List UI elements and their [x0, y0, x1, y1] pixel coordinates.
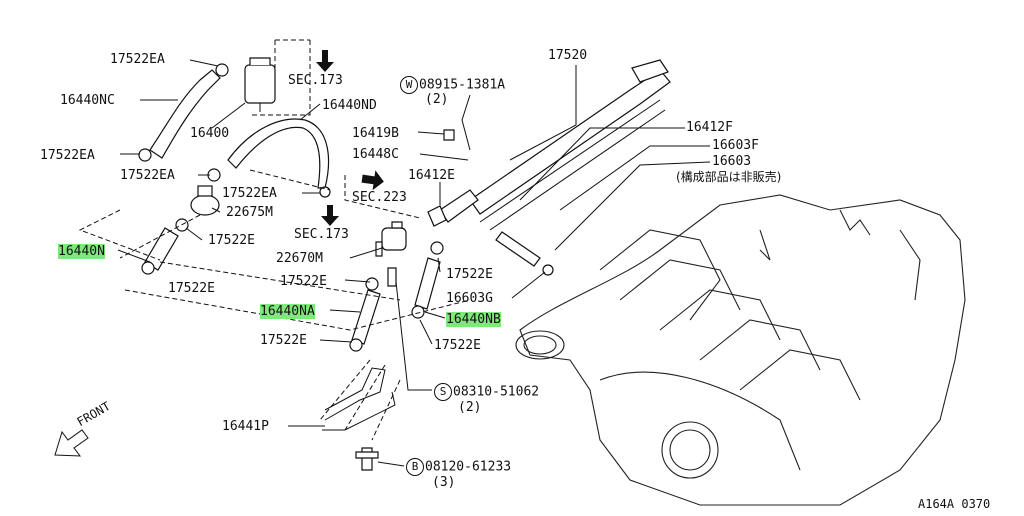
- label-17520: 17520: [548, 48, 588, 63]
- label-17522EA: 17522EA: [110, 52, 165, 67]
- label-17522E: 17522E: [260, 333, 307, 348]
- pressure-regulator: [375, 221, 407, 257]
- label-w-qty: (2): [425, 92, 449, 107]
- pipe-16441P: [322, 367, 396, 471]
- diagram-code: A164A 0370: [918, 497, 991, 511]
- label-sec223: SEC.223: [352, 190, 407, 205]
- label-22670M: 22670M: [276, 251, 323, 266]
- damper-22675M: [190, 185, 220, 216]
- intake-manifold: [515, 194, 966, 506]
- label-16440NB-highlight: 16440NB: [446, 312, 501, 327]
- label-17522EA: 17522EA: [40, 148, 95, 163]
- label-not-sold: (構成部品は非販売): [676, 170, 782, 184]
- b-part-number: 08120-61233: [425, 459, 512, 475]
- label-sec173-mid: SEC.173: [294, 227, 349, 242]
- label-17522E: 17522E: [208, 233, 255, 248]
- label-16440N-highlight: 16440N: [58, 244, 105, 259]
- label-16440NA-highlight: 16440NA: [260, 304, 315, 319]
- label-b-qty: (3): [432, 475, 456, 490]
- front-arrow: [54, 429, 89, 457]
- label-17522E: 17522E: [434, 338, 481, 353]
- b-symbol: B: [406, 458, 424, 476]
- label-16441P: 16441P: [222, 419, 269, 434]
- label-16603F: 16603F: [712, 138, 759, 153]
- fuel-injector: [495, 231, 554, 276]
- label-16400: 16400: [190, 126, 230, 141]
- label-16440ND: 16440ND: [322, 98, 377, 113]
- label-16419B: 16419B: [352, 126, 399, 141]
- label-17522EA: 17522EA: [120, 168, 175, 183]
- label-17522E: 17522E: [446, 267, 493, 282]
- fuel-filter: [244, 57, 276, 112]
- label-16412E: 16412E: [408, 168, 455, 183]
- s-part-number: 08310-51062: [453, 384, 540, 400]
- label-16412F: 16412F: [686, 120, 733, 135]
- label-sec173: SEC.173: [288, 73, 343, 88]
- label-16448C: 16448C: [352, 147, 399, 162]
- label-16603: 16603: [712, 154, 752, 169]
- label-s-qty: (2): [458, 400, 482, 415]
- label-22675M: 22675M: [226, 205, 273, 220]
- w-symbol: W: [400, 76, 418, 94]
- label-17522E: 17522E: [168, 281, 215, 296]
- label-16603G: 16603G: [446, 291, 493, 306]
- label-17522E: 17522E: [280, 274, 327, 289]
- fuel-rail: [469, 59, 671, 231]
- w-part-number: 08915-1381A: [419, 77, 506, 93]
- label-16440NC: 16440NC: [60, 93, 115, 108]
- label-17522EA: 17522EA: [222, 186, 277, 201]
- s-symbol: S: [434, 383, 452, 401]
